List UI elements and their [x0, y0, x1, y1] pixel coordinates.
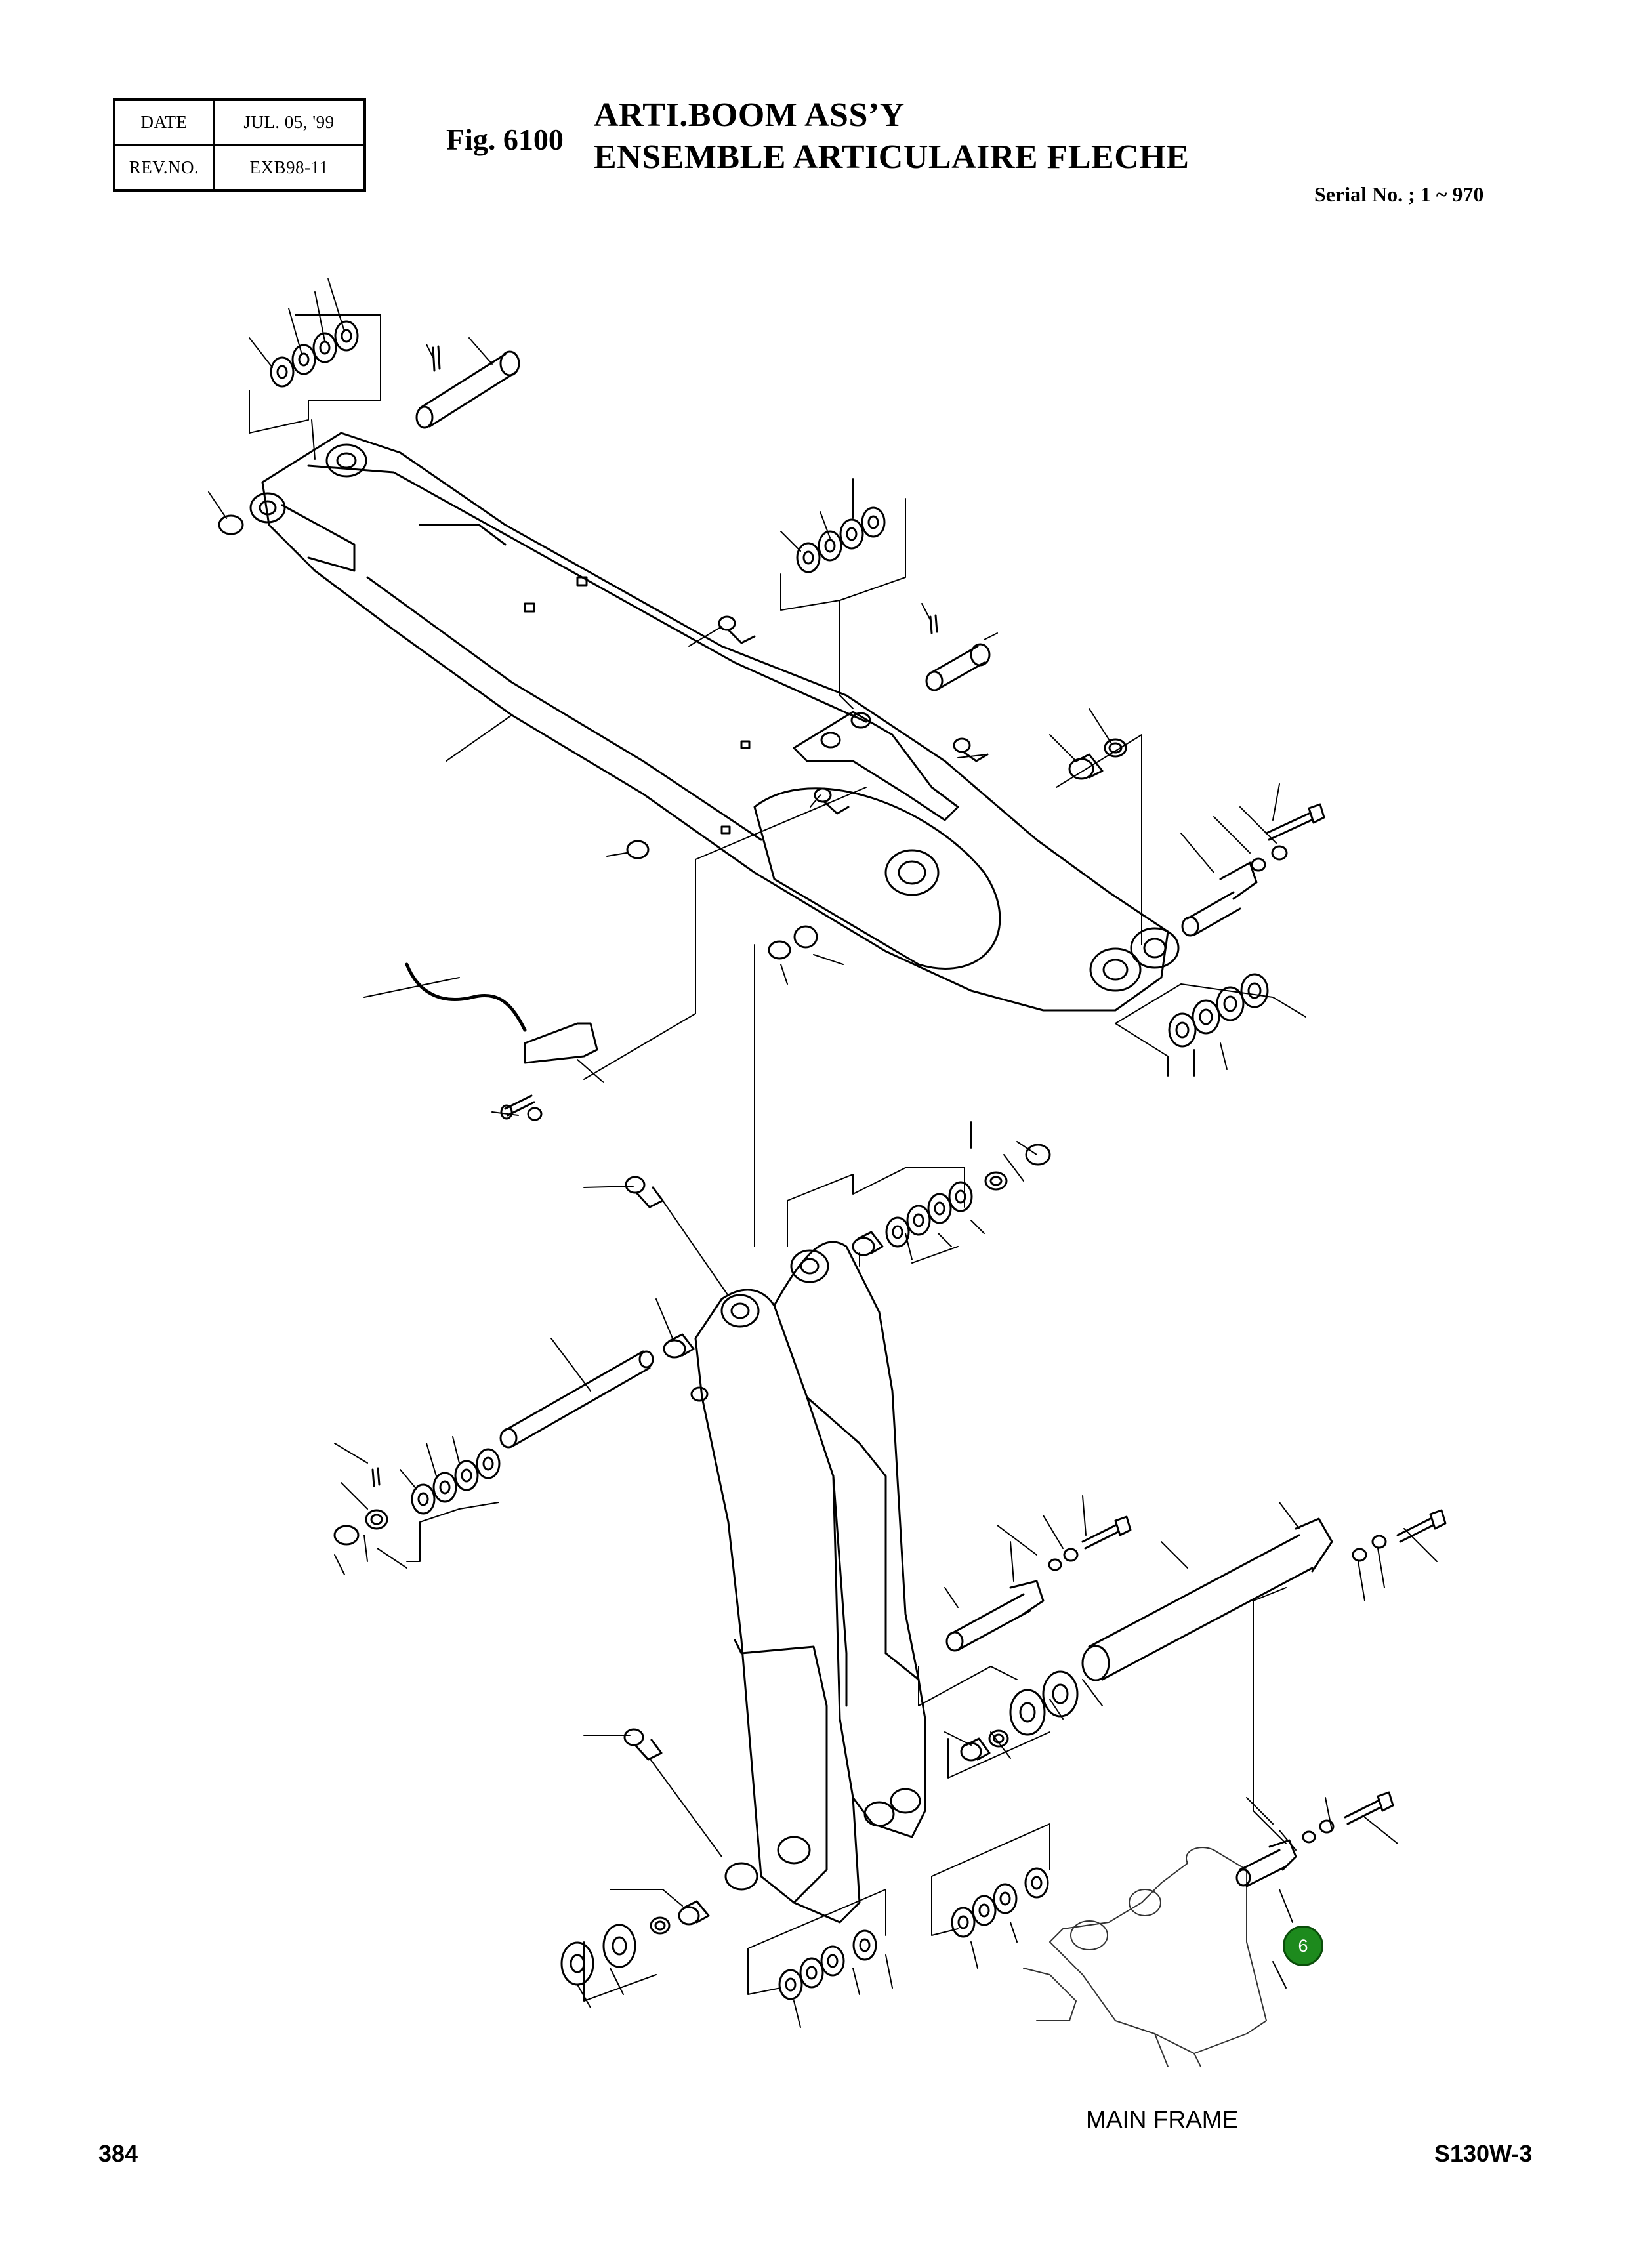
pins [415, 345, 1333, 1887]
bolts [500, 803, 1447, 1825]
callout-6[interactable]: 6 [1283, 1926, 1323, 1966]
date-value: JUL. 05, '99 [243, 112, 335, 132]
upper-boom [249, 432, 1180, 1012]
main-frame-outline [1023, 1847, 1267, 2067]
model-code: S130W-3 [1434, 2140, 1533, 2167]
rev-value: EXB98-11 [249, 157, 329, 177]
leader-lines [208, 278, 1438, 2028]
rev-label: REV.NO. [129, 157, 199, 177]
date-label: DATE [140, 112, 188, 132]
table-divider-horizontal [115, 144, 363, 146]
serial-number: Serial No. ; 1 ~ 970 [1314, 182, 1484, 206]
page-number: 384 [98, 2140, 138, 2167]
figure-number: Fig. 6100 [446, 123, 564, 156]
shim-stacks [218, 320, 1387, 2000]
lower-boom [690, 1241, 926, 1924]
figure-title-french: ENSEMBLE ARTICULAIRE FLECHE [594, 138, 1190, 176]
figure-title: ARTI.BOOM ASS’Y [594, 96, 905, 134]
revision-table: DATE JUL. 05, '99 REV.NO. EXB98-11 [113, 98, 366, 192]
grease-nipples [623, 615, 989, 1761]
main-frame-label: MAIN FRAME [1086, 2106, 1239, 2133]
